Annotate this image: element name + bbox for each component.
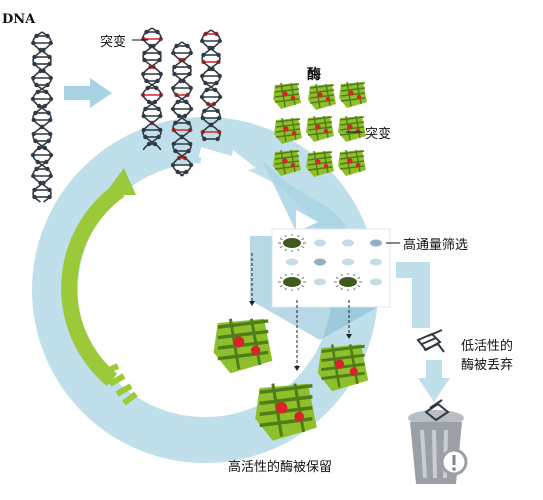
well xyxy=(342,239,354,247)
original-dna xyxy=(30,31,54,203)
enzyme-variant xyxy=(273,149,301,176)
enzyme-mutation-label: 突变 xyxy=(365,127,392,142)
enzyme-variant xyxy=(338,115,366,142)
enzyme-variant xyxy=(339,81,367,108)
high-activity-enzyme xyxy=(255,383,317,441)
arrow-mutation-to-enzymes xyxy=(198,147,256,180)
well xyxy=(286,258,298,266)
mutated-dna-strand xyxy=(140,27,164,151)
mutated-dna-strand xyxy=(199,29,223,142)
well xyxy=(370,239,382,247)
well xyxy=(370,258,382,266)
enzyme-variant xyxy=(306,150,334,177)
label-leaders xyxy=(132,39,400,244)
dna-label: DNA xyxy=(2,12,36,27)
well xyxy=(314,258,326,266)
active-well xyxy=(339,277,357,287)
enzyme-variant xyxy=(338,149,366,176)
enzyme-library xyxy=(273,81,367,177)
high-activity-enzyme xyxy=(213,318,273,374)
arrow-enzymes-to-screening xyxy=(262,160,345,240)
well xyxy=(370,278,382,286)
enzyme-variant xyxy=(308,83,336,110)
well xyxy=(342,258,354,266)
mutated-dna-strand xyxy=(170,41,194,177)
high-activity-enzyme xyxy=(317,344,369,392)
active-well xyxy=(283,277,301,287)
low-activity-label-line2: 酶被丢弃 xyxy=(461,358,514,373)
discarded-enzyme xyxy=(416,329,445,353)
well xyxy=(314,239,326,247)
active-well xyxy=(283,238,301,248)
trash-bin-icon xyxy=(408,399,468,484)
arrow-dna-to-mutation xyxy=(64,78,112,108)
enzyme-variant xyxy=(273,82,301,109)
enzyme-label: 酶 xyxy=(307,67,321,83)
selection-pointers xyxy=(249,253,352,371)
mutated-dna-group xyxy=(140,27,223,177)
enzyme-variant xyxy=(306,115,334,142)
mutation-label: 突变 xyxy=(100,35,127,50)
selected-enzymes xyxy=(213,318,369,441)
dna-strand xyxy=(30,31,54,203)
low-activity-label-line1: 低活性的 xyxy=(461,339,514,354)
arrow-to-discard xyxy=(396,262,450,402)
well xyxy=(314,278,326,286)
screening-label: 高通量筛选 xyxy=(403,238,469,253)
cycle-progress-arrow xyxy=(61,168,138,406)
enzyme-variant xyxy=(274,117,302,144)
high-activity-label: 高活性的酶被保留 xyxy=(228,460,333,475)
screening-plate xyxy=(250,228,391,340)
